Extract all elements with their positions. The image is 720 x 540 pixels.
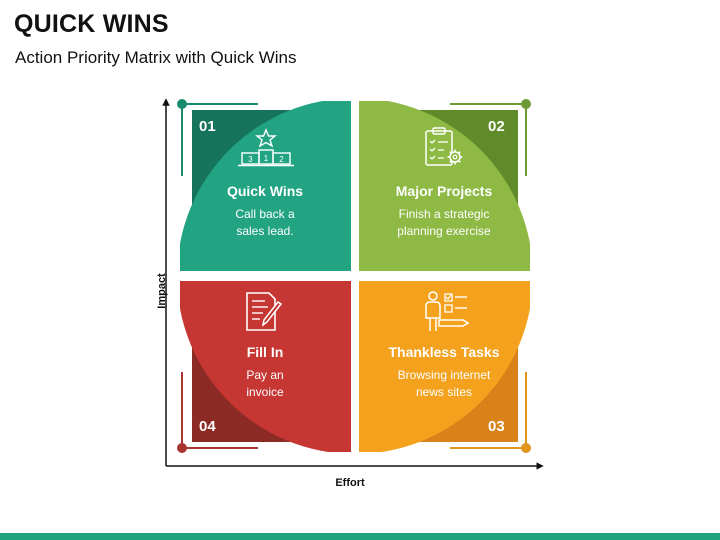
quadrant-major-projects-desc-line2: planning exercise <box>397 224 491 238</box>
document-pencil-icon <box>246 292 283 331</box>
quadrant-quick-wins-title: Quick Wins <box>226 183 304 199</box>
podium-rank-1: 1 <box>264 154 269 163</box>
quadrant-fill-in <box>177 281 351 453</box>
quadrant-major-projects-text: Major Projects Finish a strategic planni… <box>359 183 529 240</box>
quadrant-thankless-tasks-desc-line2: news sites <box>415 385 473 399</box>
quadrant-thankless-tasks-title: Thankless Tasks <box>388 344 500 360</box>
quadrant-quick-wins <box>177 99 351 271</box>
podium-rank-3: 3 <box>248 155 253 164</box>
quadrant-quick-wins-text: Quick Wins Call back a sales lead. <box>180 183 350 240</box>
quadrant-quick-wins-desc-line1: Call back a <box>235 207 295 221</box>
page-title: QUICK WINS <box>14 10 169 38</box>
quadrant-fill-in-text: Fill In Pay an invoice <box>180 344 350 401</box>
quadrant-thankless-tasks-text: Thankless Tasks Browsing internet news s… <box>359 344 529 401</box>
quadrant-number-01: 01 <box>199 118 216 135</box>
quadrant-number-03: 03 <box>488 418 505 435</box>
quadrant-number-02: 02 <box>488 118 505 135</box>
clipboard-gear-icon <box>425 127 463 166</box>
page-subtitle: Action Priority Matrix with Quick Wins <box>15 48 297 67</box>
quadrant-thankless-tasks-desc-line1: Browsing internet <box>397 368 491 382</box>
podium-rank-2: 2 <box>279 155 284 164</box>
quadrant-number-04: 04 <box>199 418 216 435</box>
quadrant-fill-in-desc-line1: Pay an <box>246 368 284 382</box>
bottom-accent-bar <box>0 533 720 540</box>
quadrant-major-projects-title: Major Projects <box>395 183 493 199</box>
person-checklist-icon <box>425 291 470 331</box>
quadrant-fill-in-desc-line2: invoice <box>246 385 284 399</box>
podium-star-icon: 3 1 2 <box>238 128 294 167</box>
quadrant-quick-wins-desc-line2: sales lead. <box>236 224 294 238</box>
quadrant-major-projects-desc-line1: Finish a strategic <box>398 207 490 221</box>
quadrant-fill-in-title: Fill In <box>246 344 284 360</box>
quadrant-major-projects <box>359 99 531 271</box>
y-axis-label: Impact <box>156 273 168 309</box>
x-axis-label: Effort <box>335 477 365 489</box>
